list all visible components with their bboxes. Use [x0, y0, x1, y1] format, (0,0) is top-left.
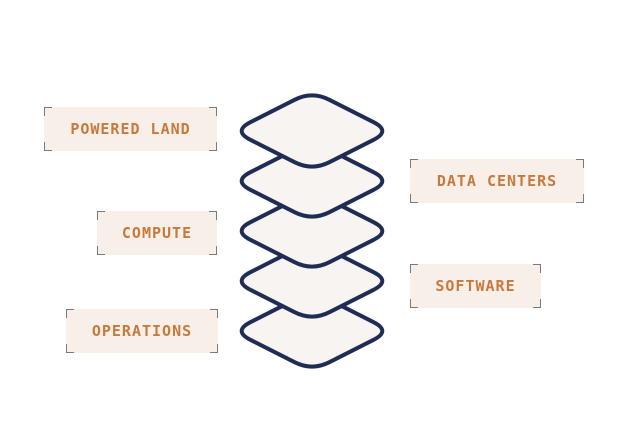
- bracket-corner: [66, 309, 74, 318]
- label-powered-land: POWERED LAND: [44, 107, 217, 151]
- label-text: SOFTWARE: [435, 277, 516, 295]
- label-data-centers: DATA CENTERS: [410, 159, 584, 203]
- bracket-corner: [66, 344, 74, 353]
- bracket-corner: [410, 264, 418, 273]
- bracket-corner: [533, 299, 541, 308]
- label-text: OPERATIONS: [91, 322, 193, 340]
- bracket-corner: [210, 309, 218, 318]
- stack-layer-1: [239, 93, 385, 169]
- bracket-corner: [576, 194, 584, 203]
- label-software: SOFTWARE: [410, 264, 541, 308]
- bracket-corner: [410, 194, 418, 203]
- bracket-corner: [97, 246, 105, 255]
- bracket-corner: [97, 211, 105, 220]
- label-text: DATA CENTERS: [436, 172, 558, 190]
- bracket-corner: [576, 159, 584, 168]
- bracket-corner: [410, 299, 418, 308]
- label-operations: OPERATIONS: [66, 309, 218, 353]
- bracket-corner: [44, 142, 52, 151]
- bracket-corner: [209, 107, 217, 116]
- label-text: POWERED LAND: [70, 120, 191, 138]
- bracket-corner: [209, 142, 217, 151]
- bracket-corner: [533, 264, 541, 273]
- bracket-corner: [210, 344, 218, 353]
- bracket-corner: [209, 211, 217, 220]
- bracket-corner: [209, 246, 217, 255]
- label-text: COMPUTE: [121, 224, 193, 242]
- bracket-corner: [410, 159, 418, 168]
- bracket-corner: [44, 107, 52, 116]
- label-compute: COMPUTE: [97, 211, 217, 255]
